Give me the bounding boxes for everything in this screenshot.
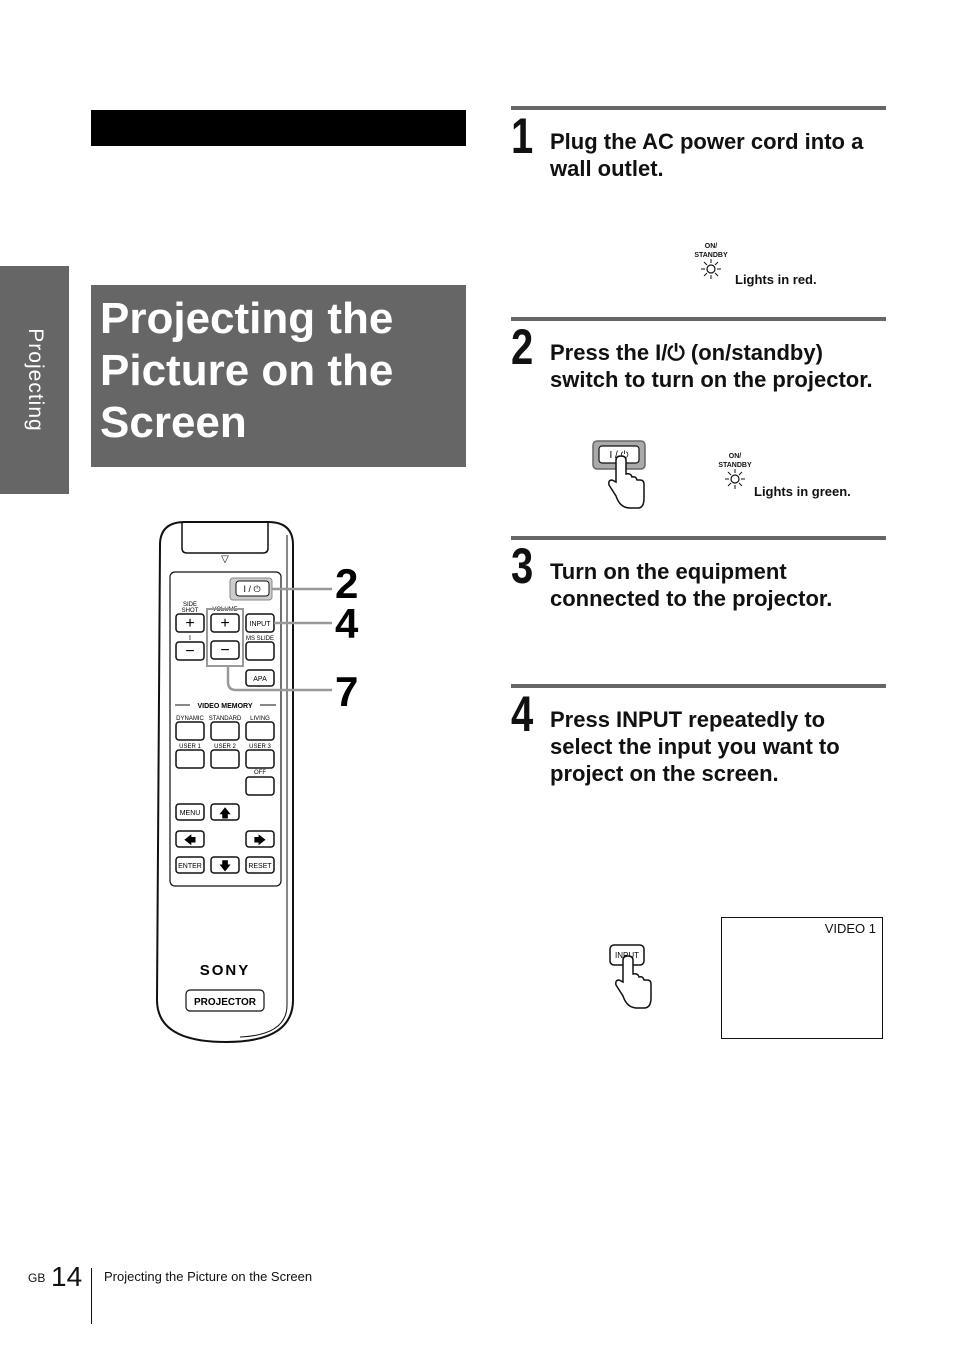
svg-text:+: + [185,615,194,632]
step-rule [511,536,886,540]
header-bar [91,110,466,146]
apa-button [245,669,275,687]
menu-label: MENU [180,810,201,817]
standard-label: STANDARD [209,716,242,722]
user1-button [175,749,205,769]
menu-button [175,803,205,821]
user3-button [245,749,275,769]
user2-label: USER 2 [214,744,236,750]
input-button-press-illustration: INPUT [609,944,652,1009]
sony-logo: SONY [200,962,251,979]
indicator-lamp-icon [701,259,721,279]
apa-label: APA [253,676,267,683]
svg-text:I: I [189,635,191,642]
down-arrow-button [210,856,240,874]
control-panel [169,571,282,887]
user3-label: USER 3 [249,744,271,750]
step-3: 3 Turn on the equipment connected to the… [511,536,886,626]
volume-highlight [206,608,244,667]
step-2: 2 Press the I/⏻ (on/standby) switch to t… [511,317,886,427]
reset-label: RESET [248,863,272,870]
dynamic-label: DYNAMIC [176,716,204,722]
title-panel: Projecting the Picture on the Screen [91,285,466,467]
step-1: 1 Plug the AC power cord into a wall out… [511,106,886,216]
step-text: Plug the AC power cord into a wall outle… [550,129,864,181]
callout-7: 7 [335,668,358,715]
right-arrow-button [245,830,275,848]
callout-2: 2 [335,560,358,607]
projector-badge [185,989,265,1012]
living-button [245,721,275,741]
enter-button [175,856,205,874]
up-arrow-icon: 🡅 [219,806,231,820]
step-text: Press INPUT repeatedly to select the inp… [550,707,840,786]
svg-text:−: − [220,642,229,659]
lights-green-caption: Lights in green. [754,484,851,499]
hand-icon [608,455,645,509]
lights-red-caption: Lights in red. [735,272,817,287]
remote-body-shade [239,535,288,1038]
video-memory-label: VIDEO MEMORY [198,703,253,710]
left-arrow-button [175,830,205,848]
side-tab-label: Projecting [23,328,47,432]
standby-indicator-label: ON/STANDBY [694,243,728,259]
user2-button [210,749,240,769]
side-shot-label: SIDE [183,602,197,608]
step-rule [511,317,886,321]
off-label: OFF [254,770,266,776]
input-button-label: INPUT [250,621,272,628]
reset-button [245,856,275,874]
title-line-3: Screen [100,398,247,447]
svg-text:+: + [220,615,229,632]
power-button-press-illustration: I / ⏻ [592,440,646,509]
step-number: 2 [511,319,534,375]
side-shot-minus-button [175,641,205,661]
power-button [235,580,270,597]
step-text: Turn on the equipment connected to the p… [550,559,833,611]
side-shot-plus-button [175,613,205,633]
step-number: 1 [511,108,534,164]
user1-label: USER 1 [179,744,201,750]
living-label: LIVING [250,716,270,722]
projector-label: PROJECTOR [194,997,257,1008]
indicator-lamp-icon [725,469,745,489]
ms-slide-label: MS SLIDE [246,636,274,642]
enter-label: ENTER [178,863,202,870]
ir-indicator: ▽ [221,554,229,565]
right-arrow-icon: 🡆 [254,833,266,847]
title-line-2: Picture on the [100,346,394,395]
off-button [245,776,275,796]
running-title: Projecting the Picture on the Screen [104,1269,313,1284]
standby-indicator-label: ON/STANDBY [718,453,752,469]
projected-screen: VIDEO 1 [721,917,883,1039]
remote-control-illustration: ▽ I / ⏻ SIDE SHOT VOLUME + I − + − INPUT… [155,521,359,1044]
page-number: 14 [51,1261,83,1292]
callout-4: 4 [335,600,359,647]
standard-button [210,721,240,741]
ms-slide-button [245,641,275,661]
page-title: Projecting the Picture on the Screen [100,293,460,449]
side-tab: Projecting [0,266,69,494]
svg-text:SHOT: SHOT [182,608,199,614]
step-rule [511,684,886,688]
footer-divider [91,1268,92,1324]
step-4: 4 Press INPUT repeatedly to select the i… [511,684,886,804]
up-arrow-button [210,803,240,821]
step-number: 3 [511,538,534,594]
svg-text:−: − [185,643,194,660]
dynamic-button [175,721,205,741]
ir-window [181,522,269,554]
volume-plus-button [210,613,240,633]
screen-input-label: VIDEO 1 [824,921,876,936]
volume-minus-button [210,640,240,660]
hand-icon [615,955,652,1009]
title-line-1: Projecting the [100,294,394,343]
power-button-label: I / ⏻ [243,584,260,594]
footer-language: GB [28,1271,46,1285]
step-number: 4 [511,686,534,742]
left-arrow-icon: 🡄 [184,833,196,847]
step-rule [511,106,886,110]
down-arrow-icon: 🡇 [219,859,231,873]
step-text: Press the I/⏻ (on/standby) switch to tur… [550,340,873,392]
